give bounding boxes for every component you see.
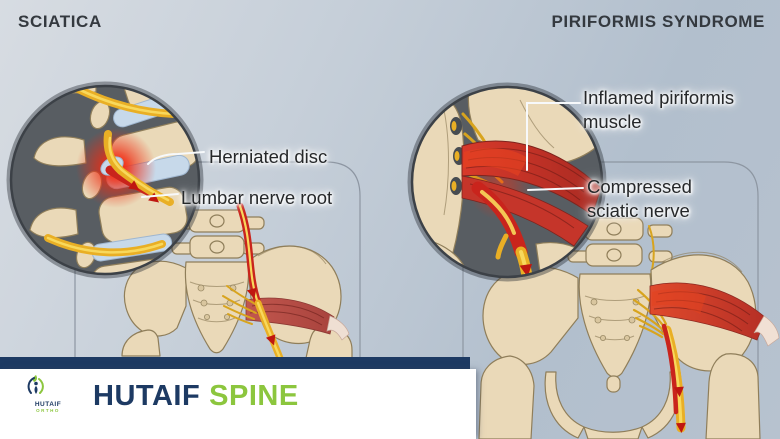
- inflamed-piriformis-muscle-label: Inflamed piriformis muscle: [583, 87, 735, 133]
- sciatic-nerve-right: [661, 323, 687, 434]
- right-pelvis-figure: [478, 217, 780, 439]
- compressed-sciatic-nerve-label: Compressed sciatic nerve: [587, 176, 692, 222]
- piriformis-muscle-right: [649, 282, 780, 347]
- compressed-sciatic-nerve-inset: [471, 181, 534, 277]
- herniated-disc-label: Herniated disc: [209, 146, 328, 167]
- piriformis-muscle-left: [245, 297, 350, 341]
- hutaif-ortho-logo-icon: [27, 375, 44, 394]
- right-inset-circle: [407, 82, 607, 282]
- herniated-disc-leader-line: [147, 151, 205, 165]
- inflamed-piriformis-leader-line: [526, 102, 581, 171]
- compressed-sciatic-leader-line: [527, 187, 584, 191]
- sacrum-left-figure: [184, 261, 250, 354]
- footer-accent-bar: [0, 357, 470, 369]
- brand-word-hutaif: HUTAIF: [93, 380, 201, 412]
- lumbar-nerve-root-label: Lumbar nerve root: [181, 187, 333, 208]
- brand-word-spine: SPINE: [209, 380, 299, 412]
- left-ilium-right-figure: [482, 265, 579, 365]
- sciatic-nerve-left: [236, 202, 284, 362]
- left-pelvis-figure: [121, 202, 353, 362]
- sciatica-heading: SCIATICA: [18, 12, 102, 31]
- lumbar-nerve-root-leader-line: [141, 193, 179, 198]
- logo-sub-text: ORTHO: [36, 408, 60, 413]
- piriformis-syndrome-heading: PIRIFORMIS SYNDROME: [551, 12, 765, 31]
- hutaif-ortho-logo: HUTAIF ORTHO: [24, 374, 72, 413]
- logo-name-text: HUTAIF: [34, 401, 62, 408]
